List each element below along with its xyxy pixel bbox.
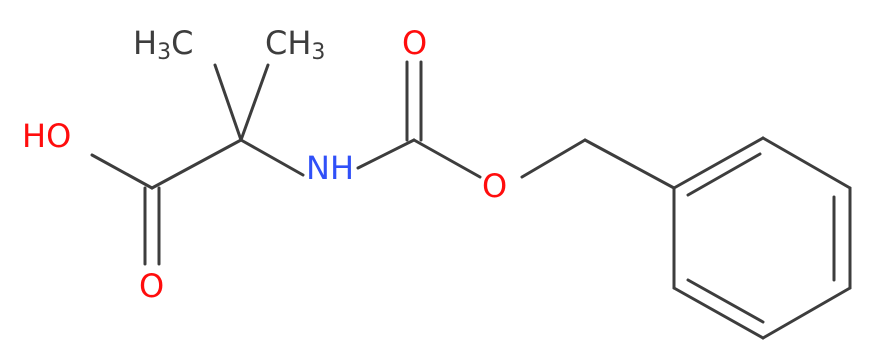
bond-carboxyl-oh: [90, 153, 154, 190]
amine-label: NH: [306, 149, 354, 187]
ring-bond-4: [761, 286, 852, 340]
atom-labels: H3C CH3 HO O NH O O: [22, 24, 507, 305]
ring-bond-5: [672, 286, 765, 340]
bond-c-nh: [239, 138, 305, 177]
ring-bond-1: [672, 136, 765, 190]
benzene-ring: [672, 136, 852, 340]
ring-bond-2: [761, 136, 852, 190]
bond-ester-o-ch2: [520, 138, 587, 179]
hydroxyl-label: HO: [22, 117, 71, 155]
carbamate-carbonyl-oxygen-label: O: [402, 24, 427, 62]
bonds: [90, 60, 676, 266]
methyl-right-label: CH3: [265, 24, 325, 65]
bond-c-methyl-right: [239, 63, 270, 142]
acid-carbonyl-oxygen-label: O: [139, 267, 164, 305]
bond-ch2-ring: [583, 138, 676, 190]
bond-carbamate-ester-o: [412, 138, 482, 179]
bond-c-methyl-left: [213, 63, 243, 142]
bond-c-carboxyl: [150, 138, 243, 190]
ring-inner-bond-1: [686, 152, 762, 197]
methyl-left-label: H3C: [133, 24, 193, 65]
ring-inner-bond-3: [686, 278, 765, 324]
bond-nh-carbamate: [356, 138, 416, 170]
ester-oxygen-label: O: [482, 167, 507, 205]
